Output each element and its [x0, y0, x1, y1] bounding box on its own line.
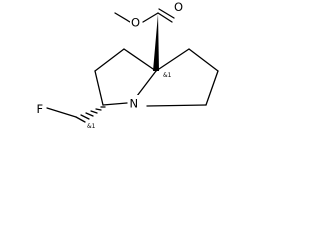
- bridgehead-stereo-label: &1: [163, 72, 172, 79]
- carbonyl-double-bond-a: [157, 12, 173, 23]
- stereo-wedge-bond: [153, 14, 159, 71]
- fluorine-label: F: [37, 102, 44, 116]
- ring-bond-c5-c6: [205, 70, 219, 106]
- o-carbonyl-carbon-bond: [142, 12, 159, 23]
- bond-layer: [46, 8, 219, 123]
- nitrogen-label: N: [130, 97, 139, 111]
- ring-bond-c6-n: [146, 104, 207, 107]
- ring-bond-c4-c5: [188, 48, 219, 72]
- ether-oxygen-label: O: [131, 16, 140, 30]
- stereo-hash-bond: [75, 106, 106, 123]
- ring-bond-bridgehead-c1: [123, 48, 157, 72]
- ring-bond-c3-n: [102, 102, 128, 106]
- carbonyl-oxygen-label: O: [174, 0, 183, 14]
- carbonyl-double-bond-b: [158, 8, 175, 19]
- ring-bond-bridgehead-c4: [155, 48, 190, 72]
- ring-bond-c2-c3: [94, 70, 104, 106]
- ring-bond-n-bridgehead: [136, 70, 157, 97]
- atom-label-layer: O O N F: [36, 0, 185, 116]
- fluoromethyl-stereo-label: &1: [87, 123, 96, 130]
- ring-bond-c1-c2: [94, 48, 125, 72]
- chemical-structure-drawing: O O N F &1 &1: [36, 0, 219, 130]
- stereo-label-layer: &1 &1: [87, 72, 172, 130]
- methyl-o-bond: [114, 12, 131, 23]
- ch2-f-bond: [46, 107, 77, 118]
